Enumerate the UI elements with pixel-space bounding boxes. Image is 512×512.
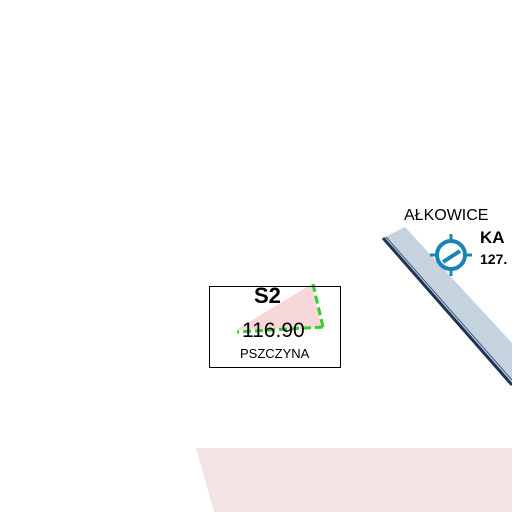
town-label: AŁKOWICE: [404, 207, 489, 224]
airport-code-label: S2: [254, 283, 281, 308]
airway-edge-line: [381, 237, 512, 386]
restricted-area: [196, 448, 512, 512]
vor-navaid-icon: [430, 234, 472, 276]
airport-sector-boundary: [236, 283, 325, 334]
airway-band: [383, 227, 512, 385]
vor-frequency: 127.: [480, 251, 508, 267]
airport-label-frame: [209, 286, 341, 368]
airport-sector: [236, 284, 322, 330]
airway-edge-line-inner: [385, 236, 512, 381]
airport-frequency: 116.90: [242, 319, 305, 342]
airport-name: PSZCZYNA: [240, 346, 310, 361]
vor-ident: KA: [480, 228, 505, 247]
